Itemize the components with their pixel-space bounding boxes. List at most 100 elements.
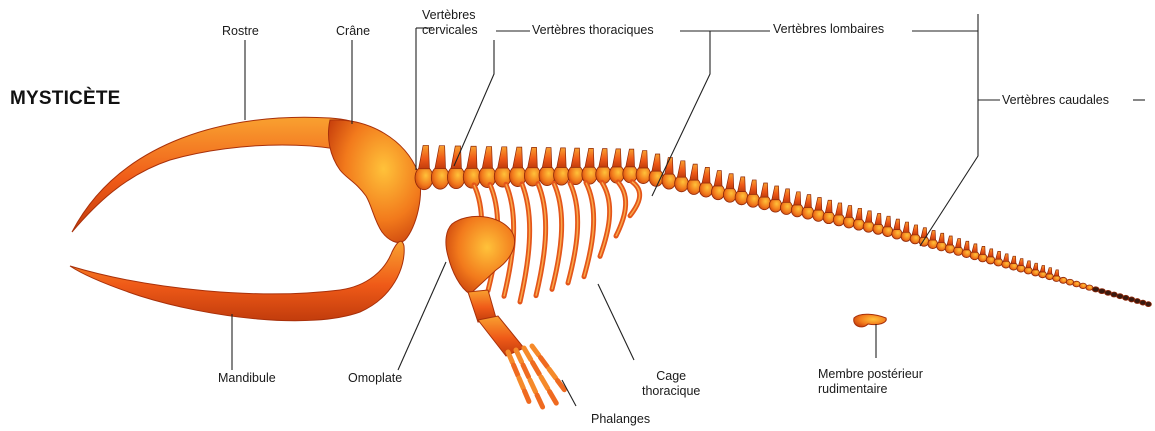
rib [630, 182, 640, 216]
vertebra [687, 178, 701, 194]
vertebra-spinous-process [482, 147, 492, 169]
vertebra-spinous-process [836, 203, 843, 215]
vertebra-spinous-process [726, 174, 734, 189]
phalanx [523, 365, 529, 377]
diagram-title: MYSTICÈTE [10, 88, 121, 110]
vertebra [623, 165, 638, 183]
vertebra-spinous-process [772, 186, 779, 200]
vertebra [863, 221, 874, 232]
vertebra-spinous-process [1011, 256, 1016, 263]
phalanx [516, 350, 522, 362]
vertebra-spinous-process [761, 183, 768, 197]
vertebra-spinous-process [996, 251, 1001, 259]
vertebra [843, 216, 854, 228]
vertebra-spinous-process [875, 213, 881, 224]
label-phalanges: Phalanges [591, 412, 650, 427]
vertebra [769, 198, 781, 212]
vertebra-spinous-process [955, 239, 961, 248]
vertebra [662, 172, 676, 189]
rib [568, 183, 578, 283]
phalanx [532, 346, 539, 355]
vertebra-spinous-process [749, 180, 757, 194]
vertebra-spinous-process [1033, 263, 1038, 270]
phalanx [514, 365, 518, 375]
vertebra-spinous-process [856, 208, 862, 220]
phalanx [541, 377, 548, 389]
vertebra [901, 231, 911, 241]
vertebra-spinous-process [894, 219, 900, 230]
phalanx [550, 392, 557, 404]
rib [536, 184, 546, 296]
vertebra-spinous-process [912, 225, 918, 235]
vertebra [823, 211, 834, 223]
vertebra-spinous-process [652, 154, 660, 171]
phalanx [541, 358, 548, 367]
vertebra-spinous-process [988, 249, 993, 257]
vertebra [813, 209, 824, 222]
vertebra [802, 206, 814, 219]
vertebra-spinous-process [738, 177, 746, 192]
label-mandibule: Mandibule [218, 371, 276, 386]
vertebra-spinous-process [783, 189, 790, 203]
vertebra [1086, 285, 1093, 290]
vertebra-spinous-process [804, 195, 811, 208]
vertebra-spinous-process [542, 148, 552, 168]
vertebra [699, 181, 712, 197]
vertebra-spinous-process [903, 222, 909, 232]
label-crane: Crâne [336, 24, 370, 39]
vertebra-spinous-process [690, 164, 698, 180]
vertebra-spinous-process [947, 236, 953, 245]
vertebra [1060, 277, 1067, 283]
vertebra [758, 195, 770, 209]
vertebra-spinous-process [513, 147, 523, 168]
vertebra-spinous-process [846, 206, 853, 218]
skull-bone [328, 120, 420, 243]
rib [520, 184, 530, 302]
vertebra [1073, 281, 1080, 287]
vertebra [447, 166, 464, 189]
vertebra-spinous-process [528, 147, 538, 167]
vertebra-spinous-process [702, 167, 710, 183]
vertebra [873, 223, 883, 234]
vertebra-spinous-process [612, 149, 621, 167]
vertebra-spinous-process [599, 149, 608, 168]
vertebra-spinous-process [626, 149, 635, 167]
phalanx [524, 348, 531, 360]
vertebra [1066, 279, 1073, 285]
label-rostre: Rostre [222, 24, 259, 39]
vertebra [675, 175, 689, 192]
label-membre-posterieur: Membre postérieur rudimentaire [818, 367, 923, 397]
vertebra [882, 226, 892, 237]
vertebra [833, 214, 844, 226]
vertebra-spinous-process [794, 192, 801, 205]
phalanx [519, 378, 523, 388]
vertebra-spinous-process [714, 171, 722, 186]
vertebra [711, 184, 724, 200]
vertebra-spinous-process [1003, 254, 1008, 262]
phalanx [537, 395, 543, 407]
phalanx [525, 391, 529, 401]
vertebra-spinous-process [939, 233, 945, 242]
vertebra-spinous-process [1047, 268, 1052, 274]
phalanx [533, 363, 540, 375]
scapula-bone [446, 216, 515, 294]
vertebra-spinous-process [419, 145, 430, 168]
vertebra-spinous-process [451, 146, 461, 169]
vertebra-spinous-process [964, 241, 969, 250]
hind-limb-bone [854, 314, 887, 327]
mandible-bone [70, 241, 404, 321]
rib [552, 183, 562, 289]
vertebra [735, 190, 748, 205]
rib [584, 183, 594, 277]
label-vertebres-thoraciques: Vertèbres thoraciques [532, 23, 654, 38]
vertebra-spinous-process [1054, 270, 1059, 276]
label-vertebres-cervicales: Vertèbres cervicales [422, 8, 478, 38]
vertebra-spinous-process [571, 148, 580, 167]
vertebra-spinous-process [884, 216, 890, 227]
vertebra [636, 166, 650, 184]
vertebra-spinous-process [1018, 259, 1023, 266]
leader-lines [232, 14, 1145, 406]
vertebra-spinous-process [825, 200, 832, 212]
